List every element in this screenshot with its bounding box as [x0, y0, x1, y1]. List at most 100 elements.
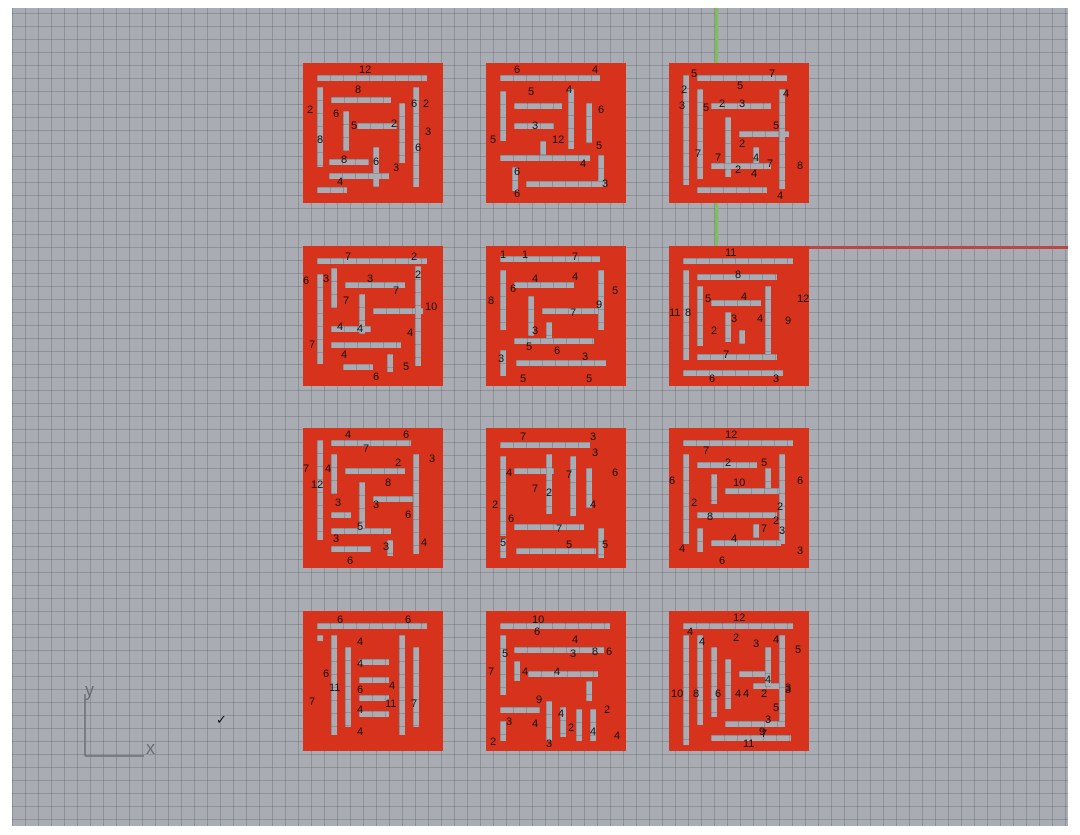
segment-length-label: 4	[743, 688, 750, 700]
maze-gap	[373, 496, 413, 502]
segment-length-label: 7	[761, 728, 768, 740]
maze-gap	[359, 711, 389, 717]
maze-gap	[683, 440, 793, 446]
segment-length-label: 3	[570, 648, 577, 660]
maze-gap	[500, 155, 590, 161]
maze-gap	[331, 528, 391, 534]
axis-gizmo-icon	[84, 694, 144, 757]
maze-gap	[697, 635, 703, 725]
maze-gap	[526, 181, 606, 187]
segment-length-label: 6	[405, 509, 412, 521]
segment-length-label: 5	[566, 539, 573, 551]
segment-length-label: 3	[602, 178, 609, 190]
maze-gap	[779, 635, 785, 725]
segment-length-label: 11	[669, 307, 681, 319]
segment-length-label: 6	[719, 555, 726, 567]
maze-gap	[725, 659, 731, 709]
maze-gap	[779, 89, 785, 189]
maze-gap	[711, 735, 791, 741]
maze-gap	[359, 482, 365, 532]
segment-length-label: 6	[508, 513, 515, 525]
segment-length-label: 4	[765, 674, 772, 686]
segment-length-label: 6	[797, 475, 804, 487]
maze-gap	[697, 274, 777, 280]
segment-length-label: 2	[492, 499, 499, 511]
maze-gap	[331, 635, 337, 735]
segment-length-label: 5	[795, 644, 802, 656]
cursor-check-mark: ✓	[216, 712, 227, 727]
segment-length-label: 6	[514, 166, 521, 178]
segment-length-label: 1	[522, 249, 529, 261]
segment-length-label: 6	[612, 467, 619, 479]
segment-length-label: 8	[355, 84, 362, 96]
maze-gap	[500, 442, 590, 448]
segment-length-label: 7	[363, 443, 370, 455]
segment-length-label: 8	[735, 269, 742, 281]
maze-gap	[373, 147, 379, 187]
maze-gap	[359, 294, 365, 334]
maze-gap	[343, 364, 373, 370]
segment-length-label: 3	[765, 714, 772, 726]
maze-gap	[331, 97, 391, 103]
maze-gap	[516, 360, 606, 366]
segment-length-label: 8	[707, 511, 714, 523]
maze-gap	[598, 270, 604, 330]
segment-length-label: 11	[743, 738, 755, 750]
maze-gap	[711, 474, 717, 504]
segment-length-label: 5	[526, 341, 533, 353]
maze-gap	[683, 635, 689, 745]
segment-length-label: 3	[797, 545, 804, 557]
maze-gap	[500, 75, 600, 81]
segment-length-label: 7	[556, 523, 563, 535]
segment-length-label: 2	[546, 487, 553, 499]
maze-gap	[683, 454, 689, 544]
segment-length-label: 6	[514, 64, 521, 76]
maze-gap	[725, 721, 785, 727]
segment-length-label: 2	[711, 325, 718, 337]
segment-length-label: 5	[705, 293, 712, 305]
segment-length-label: 8	[488, 295, 495, 307]
segment-length-label: 12	[725, 429, 738, 441]
segment-length-label: 4	[580, 158, 587, 170]
segment-length-label: 3	[532, 120, 539, 132]
maze-gap	[329, 173, 389, 179]
segment-length-label: 3	[335, 497, 342, 509]
maze-gap	[331, 326, 371, 332]
segment-length-label: 4	[421, 537, 428, 549]
segment-length-label: 6	[403, 429, 410, 441]
maze-gap	[345, 647, 351, 727]
maze-gap	[500, 91, 506, 141]
segment-length-label: 12	[311, 479, 324, 491]
maze-gap	[697, 528, 703, 552]
segment-length-label: 4	[506, 467, 513, 479]
segment-length-label: 2	[604, 704, 611, 716]
maze-gap	[413, 454, 419, 554]
segment-length-label: 4	[357, 636, 364, 648]
maze-gap	[683, 258, 793, 264]
maze-gap	[359, 677, 389, 683]
maze-gap	[331, 546, 371, 552]
segment-length-label: 6	[510, 283, 517, 295]
segment-length-label: 2	[568, 722, 575, 734]
segment-length-label: 5	[490, 134, 497, 146]
maze-gap	[514, 282, 574, 288]
maze-gap	[373, 308, 423, 314]
maze-gap	[739, 671, 769, 677]
segment-length-label: 5	[403, 361, 410, 373]
maze-gap	[317, 635, 323, 641]
segment-length-label: 11	[329, 682, 341, 694]
segment-length-label: 5	[691, 68, 698, 80]
